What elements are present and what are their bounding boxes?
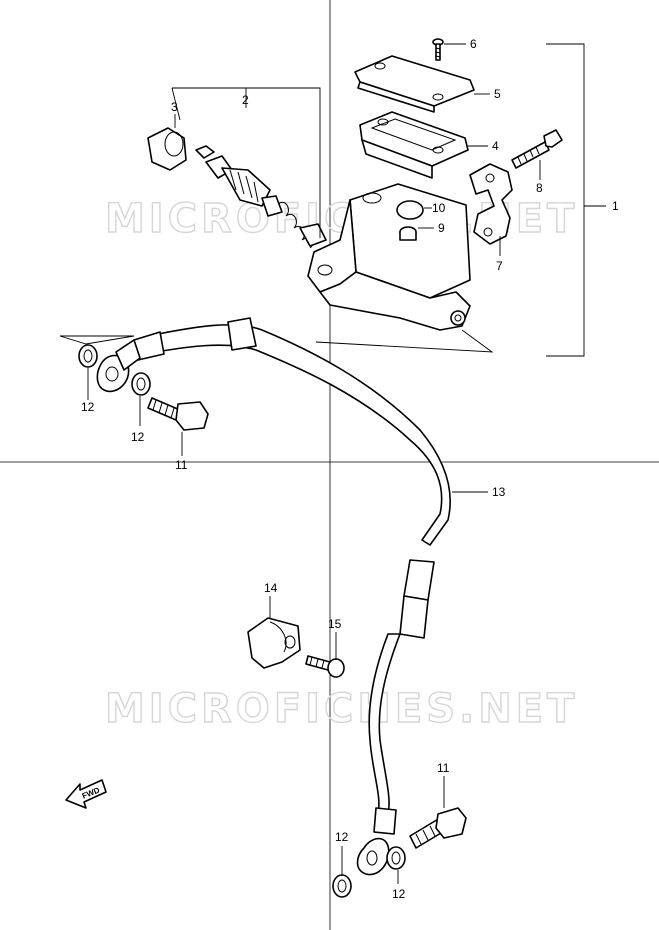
part-12-washer-top-right — [131, 372, 151, 396]
part-4-diaphragm — [359, 111, 469, 179]
part-3-boot — [147, 127, 187, 171]
part-13-brake-hose — [96, 317, 451, 876]
part-2-piston-set — [195, 145, 327, 249]
callout-1: 1 — [612, 199, 619, 213]
callout-12-bottom-right: 12 — [392, 887, 406, 901]
part-9-plug — [399, 226, 417, 241]
callout-3: 3 — [171, 100, 178, 114]
part-11-union-bolt-bottom — [409, 807, 467, 849]
watermark-bottom: MICROFICHES.NET — [105, 686, 578, 732]
callout-4: 4 — [492, 139, 499, 153]
callout-12-top-right: 12 — [131, 430, 145, 444]
callout-12-bottom-left: 12 — [335, 830, 349, 844]
callouts: 1 2 3 4 5 6 7 8 9 10 11 12 12 13 14 15 1… — [81, 37, 619, 901]
part-11-union-bolt-top — [147, 397, 209, 431]
callout-15: 15 — [328, 617, 342, 631]
part-12-washer-bottom-right — [386, 846, 406, 870]
callout-11-top: 11 — [175, 458, 188, 472]
part-15-screw — [305, 655, 345, 678]
part-5-reservoir-cap — [354, 55, 475, 113]
part-6-screw — [432, 38, 444, 61]
callout-2: 2 — [242, 93, 249, 107]
callout-12-top-left: 12 — [81, 400, 95, 414]
part-14-hose-clamp — [247, 617, 301, 669]
part-12-washer-bottom-left — [332, 874, 352, 898]
fwd-arrow-icon: FWD — [65, 779, 107, 809]
callout-14: 14 — [264, 581, 278, 595]
callout-11-bottom: 11 — [437, 761, 450, 775]
part-10-sight-window — [396, 200, 424, 220]
callout-8: 8 — [536, 181, 543, 195]
part-7-clamp — [469, 163, 513, 245]
callout-6: 6 — [470, 37, 477, 51]
leader-lines — [59, 43, 606, 884]
part-1-master-cylinder-body — [307, 183, 471, 331]
callout-10: 10 — [432, 201, 446, 215]
callout-9: 9 — [438, 221, 445, 235]
part-8-clamp-bolt — [511, 129, 563, 169]
callout-13: 13 — [492, 485, 506, 499]
part-12-washer-top-left — [78, 344, 98, 368]
callout-7: 7 — [496, 259, 503, 273]
callout-5: 5 — [494, 87, 501, 101]
